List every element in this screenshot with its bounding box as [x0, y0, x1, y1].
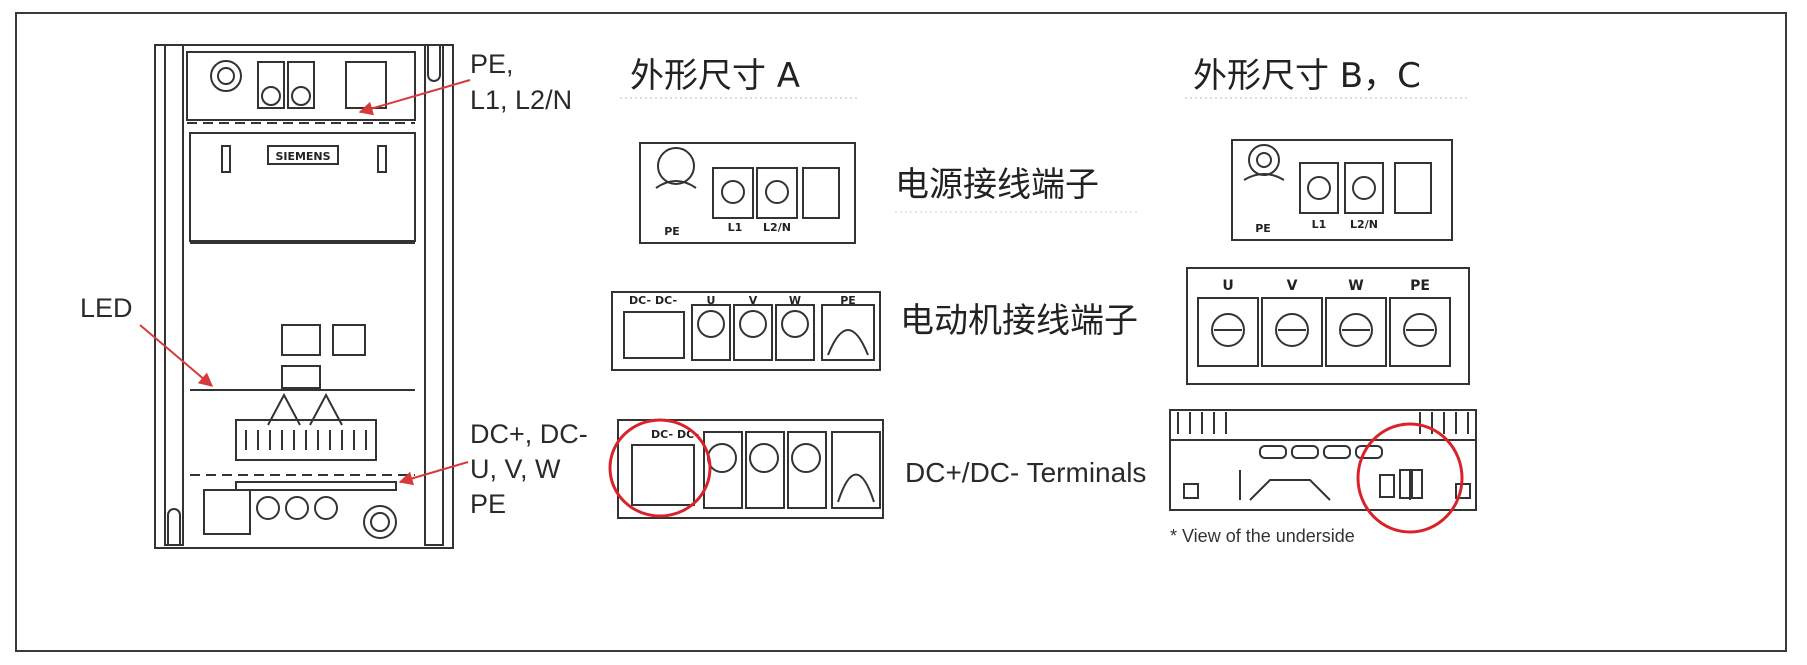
terminal-label-pe: PE — [664, 225, 680, 238]
dc-callout-arrow — [398, 461, 469, 486]
pe-bottom-callout-label: PE — [470, 489, 507, 519]
terminal-label-v-bc: V — [1287, 278, 1298, 294]
size-a-header: 外形尺寸 A — [630, 56, 801, 96]
power-terminals-label: 电源接线端子 — [895, 165, 1099, 205]
terminal-label-pe-bc-motor: PE — [1410, 278, 1430, 294]
size-a-motor-terminal-drawing — [611, 291, 881, 371]
uvw-callout-label: U, V, W — [470, 454, 561, 484]
led-callout-label: LED — [80, 293, 133, 323]
terminal-label-l1-bc: L1 — [1312, 218, 1327, 231]
underside-note: * View of the underside — [1170, 526, 1355, 546]
dc-highlight-circle-bc — [1356, 422, 1464, 534]
dc-terminals-label: DC+/DC- Terminals — [905, 457, 1147, 488]
pe-callout-arrow — [358, 79, 471, 116]
l1-l2n-callout-label: L1, L2/N — [470, 85, 573, 115]
size-bc-underside-drawing — [1169, 409, 1477, 511]
device-brand: SIEMENS — [275, 150, 330, 163]
pe-callout-label: PE, — [470, 49, 514, 79]
terminal-label-u: U — [707, 294, 716, 307]
size-a-dc-terminal-drawing — [617, 419, 884, 519]
terminal-label-l2n-bc: L2/N — [1350, 218, 1378, 231]
led-callout-arrow — [139, 324, 214, 387]
terminal-label-dc-1: DC- — [629, 294, 651, 307]
size-bc-power-terminal-drawing — [1231, 139, 1453, 241]
terminal-label-dc-2: DC- — [655, 294, 677, 307]
terminal-label-l1: L1 — [728, 221, 743, 234]
terminal-label-v: V — [749, 294, 758, 307]
terminal-label-w: W — [789, 294, 801, 307]
inverter-front-view — [154, 44, 454, 549]
size-bc-motor-terminal-drawing — [1186, 267, 1470, 385]
terminal-label-pe-bc: PE — [1255, 222, 1271, 235]
terminal-label-dc-3: DC- — [651, 428, 673, 441]
dc-callout-label: DC+, DC- — [470, 419, 588, 449]
terminal-label-u-bc: U — [1222, 278, 1233, 294]
terminal-label-pe-motor: PE — [840, 294, 856, 307]
dc-highlight-circle-a — [608, 418, 712, 518]
figure-frame — [15, 12, 1787, 652]
terminal-label-w-bc: W — [1348, 278, 1363, 294]
size-bc-header: 外形尺寸 B，C — [1193, 56, 1421, 96]
terminal-label-l2n: L2/N — [763, 221, 791, 234]
motor-terminals-label: 电动机接线端子 — [900, 301, 1138, 341]
size-a-power-terminal-drawing — [639, 142, 856, 244]
